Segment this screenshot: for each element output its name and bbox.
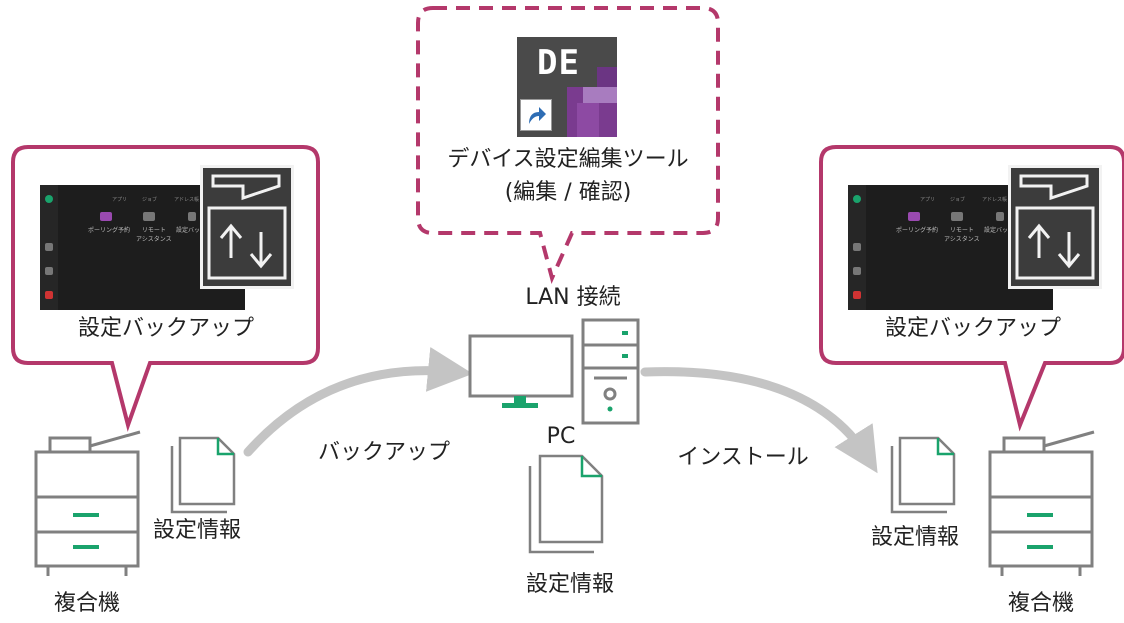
install-arrow <box>640 367 878 474</box>
settings-doc-left <box>170 436 236 514</box>
polling-app-icon <box>908 212 920 221</box>
tab-jobs[interactable]: ジョブ <box>950 197 966 203</box>
tab-apps[interactable]: アプリ <box>112 197 128 203</box>
tab-address[interactable]: アドレス帳 <box>174 197 200 203</box>
app-label-remote[interactable]: リモート アシスタンス <box>136 227 172 243</box>
app-label-backup[interactable]: 設定バックア <box>984 227 1021 234</box>
mfp-left-device <box>34 430 141 576</box>
pc-monitor <box>468 334 574 398</box>
tool-name-label: デバイス設定編集ツール <box>447 147 689 172</box>
backup-arrow-label: バックアップ <box>317 440 451 465</box>
settings-doc-right <box>890 436 956 514</box>
settings-info-label-left: 設定情報 <box>152 518 242 543</box>
mfp-label-left: 複合機 <box>53 591 121 616</box>
lan-connection-label: LAN 接続 <box>525 285 621 310</box>
pc-label: PC <box>546 424 576 449</box>
backup-restore-badge-left <box>200 165 294 289</box>
backup-restore-icon <box>1015 174 1095 280</box>
install-arrow-label: インストール <box>677 445 809 470</box>
remote-app-icon <box>143 212 155 221</box>
app-label-polling[interactable]: ポーリング予約 <box>88 227 131 234</box>
backup-arrow <box>243 347 473 457</box>
settings-info-label-center: 設定情報 <box>525 572 615 597</box>
polling-app-icon <box>100 212 112 221</box>
remote-app-icon <box>951 212 963 221</box>
tab-jobs[interactable]: ジョブ <box>142 197 158 203</box>
stop-icon <box>853 291 861 299</box>
settings-info-label-right: 設定情報 <box>870 525 960 550</box>
settings-icon <box>45 243 53 251</box>
backup-app-icon <box>188 212 196 221</box>
mfp-right-device <box>988 430 1095 576</box>
settings-doc-center <box>528 454 604 554</box>
user-icon <box>45 195 53 203</box>
tab-apps[interactable]: アプリ <box>920 197 936 203</box>
menu-icon <box>45 267 53 275</box>
backup-app-icon <box>996 212 1004 221</box>
app-icon-letters: DE <box>537 43 580 83</box>
tool-mode-label: (編集 / 確認) <box>504 180 632 205</box>
stop-icon <box>45 291 53 299</box>
backup-restore-badge-right <box>1008 165 1102 289</box>
backup-restore-icon <box>207 174 287 280</box>
backup-label-left: 設定バックアップ <box>77 316 255 341</box>
app-label-backup[interactable]: 設定バックア <box>176 227 213 234</box>
tab-address[interactable]: アドレス帳 <box>982 197 1008 203</box>
app-label-polling[interactable]: ポーリング予約 <box>896 227 939 234</box>
backup-label-right: 設定バックアップ <box>884 316 1062 341</box>
settings-icon <box>853 243 861 251</box>
device-settings-tool-app-icon[interactable]: DE <box>517 37 617 137</box>
user-icon <box>853 195 861 203</box>
callout-tool-bubble <box>416 6 720 284</box>
mfp-label-right: 複合機 <box>1007 591 1075 616</box>
menu-icon <box>853 267 861 275</box>
pc-tower <box>581 318 640 425</box>
app-label-remote[interactable]: リモート アシスタンス <box>944 227 980 243</box>
shortcut-arrow-icon <box>520 99 552 131</box>
